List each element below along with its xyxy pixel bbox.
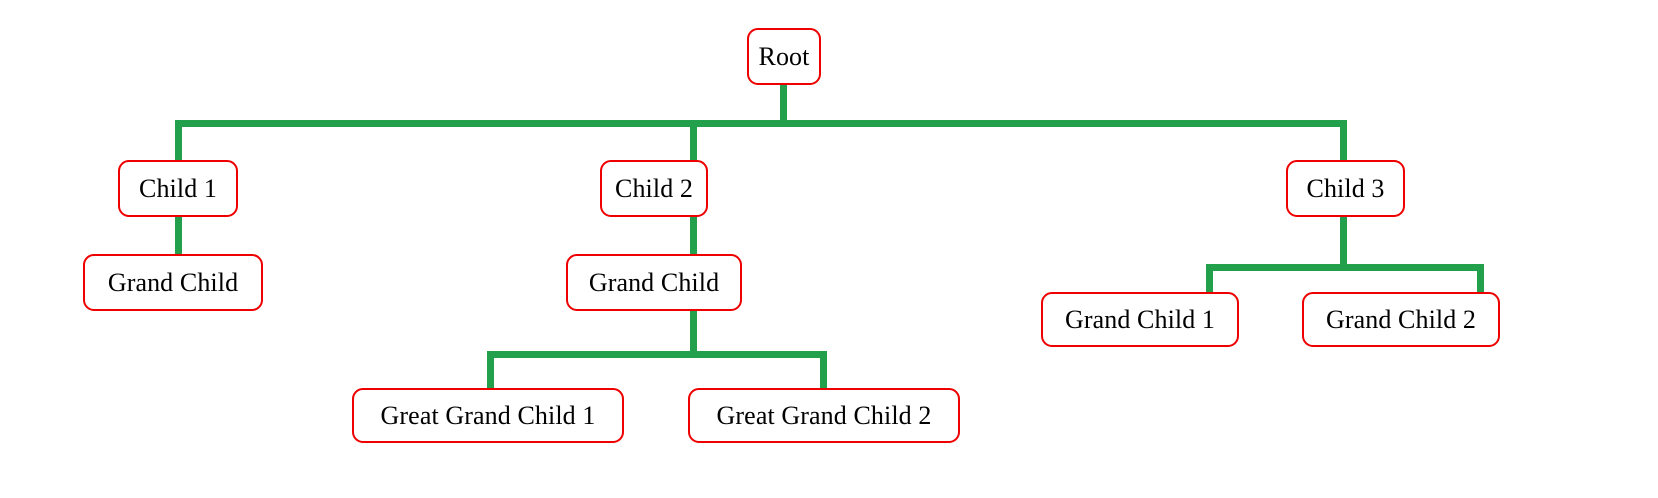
node-child-1-label: Child 1 (139, 173, 217, 203)
edge-root-to-child3 (1340, 120, 1347, 168)
node-grand-child-1-of-child-3-label: Grand Child 1 (1064, 304, 1216, 334)
edge-root-to-child1 (175, 120, 182, 168)
edge-grand-child-to-great-grand-child-1 (487, 351, 494, 391)
node-child-2-label: Child 2 (615, 173, 693, 203)
node-great-grand-child-1-label: Great Grand Child 1 (380, 400, 596, 430)
edge-grand-child-stem (690, 310, 697, 358)
edge-root-stem (780, 84, 787, 127)
node-child-2[interactable]: Child 2 (600, 160, 708, 217)
edge-child3-horizontal-bus (1206, 264, 1484, 271)
node-child-3[interactable]: Child 3 (1286, 160, 1405, 217)
edge-child2-to-grand-child (690, 216, 697, 258)
edge-child3-to-grand-child-2 (1477, 264, 1484, 296)
node-grand-child-of-child-1-label: Grand Child (107, 267, 239, 297)
edge-root-horizontal-bus (175, 120, 1347, 127)
node-grand-child-of-child-2[interactable]: Grand Child (566, 254, 742, 311)
node-great-grand-child-1[interactable]: Great Grand Child 1 (352, 388, 624, 443)
node-child-3-label: Child 3 (1306, 173, 1385, 203)
node-grand-child-of-child-1[interactable]: Grand Child (83, 254, 263, 311)
node-grand-child-of-child-2-label: Grand Child (588, 267, 720, 297)
node-root[interactable]: Root (747, 28, 821, 85)
edge-grand-child-to-great-grand-child-2 (820, 351, 827, 391)
node-root-label: Root (758, 41, 810, 71)
edge-child3-to-grand-child-1 (1206, 264, 1213, 296)
node-great-grand-child-2[interactable]: Great Grand Child 2 (688, 388, 960, 443)
edge-child1-to-grand-child (175, 216, 182, 258)
edge-child3-stem (1340, 216, 1347, 268)
edge-root-to-child2 (690, 120, 697, 168)
edge-grand-child-horizontal-bus (487, 351, 827, 358)
node-great-grand-child-2-label: Great Grand Child 2 (716, 400, 932, 430)
node-grand-child-2-of-child-3[interactable]: Grand Child 2 (1302, 292, 1500, 347)
node-child-1[interactable]: Child 1 (118, 160, 238, 217)
node-grand-child-1-of-child-3[interactable]: Grand Child 1 (1041, 292, 1239, 347)
node-grand-child-2-of-child-3-label: Grand Child 2 (1325, 304, 1477, 334)
